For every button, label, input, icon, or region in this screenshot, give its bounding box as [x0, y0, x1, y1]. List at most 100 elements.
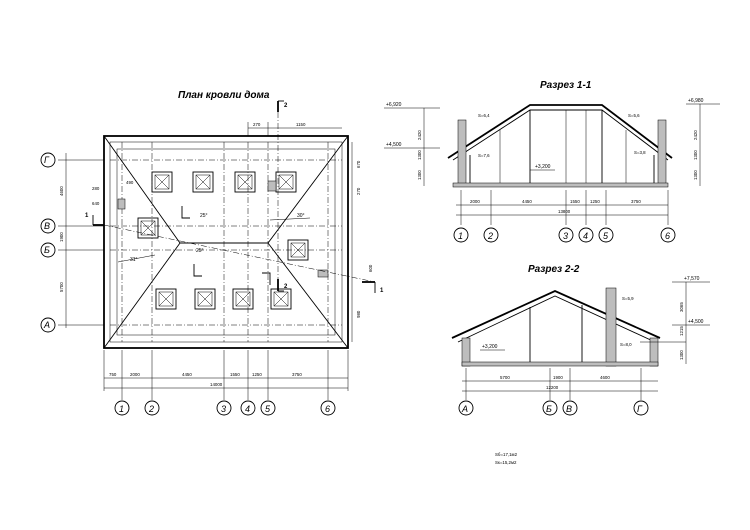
dimension-label: 750 [109, 372, 117, 377]
axis-label: 4 [245, 404, 250, 414]
axis-label: 1 [458, 231, 463, 241]
plan-dimension-lines [103, 350, 349, 400]
axis-label: 5 [603, 231, 609, 241]
slope-label: 30° [297, 213, 305, 219]
floor-slab [452, 182, 669, 188]
wall-outline [116, 148, 336, 336]
overall-dimension: 12200 [546, 385, 559, 390]
axis-label: 1 [119, 404, 124, 414]
dimension-label: 3065 [679, 302, 684, 312]
dimension-label: 1300 [417, 170, 422, 180]
level-label: +4,500 [386, 142, 402, 148]
hip-line-bl [103, 242, 181, 349]
section22-bottom-dims [462, 368, 658, 400]
plan-left-dimensions [40, 152, 104, 333]
dimension-label: 1300 [679, 350, 684, 360]
skylight [137, 217, 159, 239]
roof-profile [447, 104, 673, 159]
section-mark: 2 [284, 284, 288, 290]
dimension-label: 1250 [252, 372, 262, 377]
axis-label: 6 [325, 404, 330, 414]
dimension-label: 2000 [470, 199, 480, 204]
skylight [287, 239, 309, 261]
dimension-label: 1300 [693, 170, 698, 180]
dimension-label: 1900 [59, 232, 64, 242]
section-mark: 1 [85, 213, 89, 219]
roof-outline [103, 135, 349, 349]
dimension-label: 1300 [693, 150, 698, 160]
section-marker-2-bottom [277, 279, 284, 292]
axis-label: В [44, 221, 50, 231]
section-marker-1-left [92, 215, 376, 283]
dimension-label: 5700 [59, 282, 64, 292]
axis-label: 4 [583, 231, 588, 241]
dimension-label: 1550 [230, 372, 240, 377]
dimension-label: 670 [356, 160, 361, 168]
dimension-label: 3750 [631, 199, 641, 204]
chimney [267, 180, 277, 192]
section-title: Разрез 2-2 [528, 264, 580, 275]
skylight [275, 171, 297, 193]
section-title: Разрез 1-1 [540, 80, 592, 91]
skylight [234, 171, 256, 193]
axis-label: 2 [487, 231, 493, 241]
dimension-label: 3750 [292, 372, 302, 377]
axis-label: А [43, 320, 50, 330]
dimension-label: 4450 [522, 199, 532, 204]
dimension-label: 5700 [500, 375, 510, 380]
note-line: Sк=15,2м2 [495, 460, 517, 465]
axis-label: 3 [563, 231, 568, 241]
skylight [270, 288, 292, 310]
note-line: Sб=17,1м2 [495, 452, 518, 457]
roof-underside [457, 295, 656, 343]
roof-inner-outline [109, 141, 343, 343]
level-label: +6,920 [386, 102, 402, 108]
dimension-label: 2420 [417, 130, 422, 140]
chimney [457, 119, 467, 187]
overall-dimension: 13800 [558, 209, 571, 214]
dimension-label: 4600 [59, 186, 64, 196]
dimension-label: 270 [253, 122, 261, 127]
plan-axis-lines [110, 142, 342, 342]
section11-vertical-dims [423, 104, 701, 186]
roof-profile [451, 290, 661, 339]
axis-label: Б [546, 404, 552, 414]
level-markers [384, 103, 720, 171]
dimension-label: 4450 [182, 372, 192, 377]
section-marker-1-right [362, 281, 376, 293]
dimension-label: 1300 [417, 150, 422, 160]
slope-label: 31° [130, 257, 138, 263]
section-marker-2-top [277, 100, 284, 290]
chimney [605, 287, 617, 367]
level-markers [480, 281, 710, 364]
overall-dimension: 14000 [210, 382, 223, 387]
area-label: S=8,0 [620, 342, 632, 347]
dimension-label: 1150 [296, 122, 306, 127]
axis-label: 5 [265, 404, 271, 414]
skylight [192, 171, 214, 193]
slope-label: 25° [196, 248, 204, 254]
axis-bubbles-section22 [458, 400, 649, 416]
axis-label: 6 [665, 231, 670, 241]
level-label: +3,200 [535, 164, 551, 170]
axis-label: Б [44, 245, 50, 255]
slope-arrows [117, 206, 311, 285]
dimension-label: 1215 [679, 326, 684, 336]
dimension-label: 640 [92, 201, 100, 206]
dimension-label: 1550 [570, 199, 580, 204]
axis-label: Г [637, 404, 643, 414]
skylight [194, 288, 216, 310]
section-mark: 2 [284, 103, 288, 109]
area-label: S=3,8 [634, 150, 646, 155]
roof-plan-title: План кровли дома [178, 90, 270, 101]
dimension-label: 4600 [600, 375, 610, 380]
level-label: +4,500 [688, 319, 704, 325]
dimension-label: 280 [92, 186, 100, 191]
dimension-label: 490 [126, 180, 134, 185]
section11-bottom-dims [456, 190, 669, 225]
level-label: +6,980 [688, 98, 704, 104]
skylight [155, 288, 177, 310]
roof-plan: План кровли дома [40, 90, 384, 416]
axis-label: А [461, 404, 468, 414]
hip-lines-top [103, 135, 349, 244]
